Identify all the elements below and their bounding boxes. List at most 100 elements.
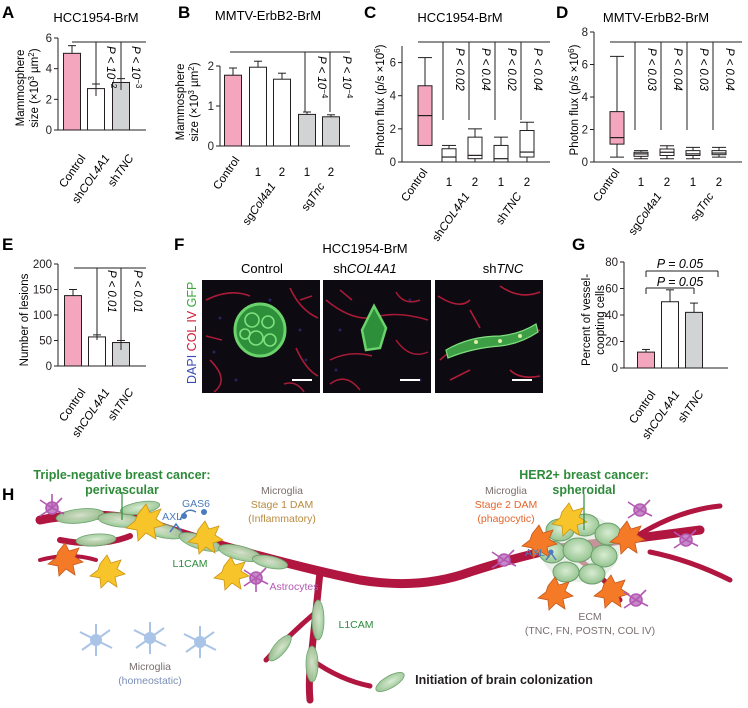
- p-value-label: P < 10−3: [129, 46, 143, 89]
- y-tick-label: 8: [582, 27, 588, 39]
- panel-letter: B: [178, 3, 190, 22]
- her2-sublabel: spheroidal: [552, 483, 615, 497]
- axl-gas6-signal: [169, 509, 557, 561]
- x-tick-label: shTNC: [676, 388, 707, 425]
- p-value-label: P < 0.04: [723, 48, 735, 91]
- schematic-labels: Triple-negative breast cancer: perivascu…: [33, 468, 655, 687]
- y-tick-label: 60: [605, 284, 618, 296]
- group-label: shTNC: [494, 190, 525, 227]
- bar: [273, 78, 291, 147]
- panel-title: MMTV-ErbB2-BrM: [215, 8, 321, 23]
- stage2-sublabel: (phagocytic): [477, 513, 534, 525]
- sig-annotations: P < 10−4 P < 10−4: [230, 51, 354, 112]
- p-value-label: P < 0.04: [531, 48, 543, 91]
- group-label: sgTnc: [689, 191, 717, 224]
- x-tick-label: Control: [211, 155, 242, 192]
- y-tick-label: 80: [605, 257, 618, 269]
- y-tick-label: 0: [208, 141, 214, 153]
- x-tick-label: 1: [304, 167, 310, 179]
- group-label: shCOL4A1: [430, 191, 472, 244]
- microglia-label: Microglia: [129, 661, 171, 673]
- x-tick-label: 2: [716, 177, 722, 189]
- y-axis-label: Mammosphere size (×103 µm2): [15, 48, 41, 127]
- stage1-sublabel: (Inflammatory): [248, 513, 316, 525]
- tnbc-label: Triple-negative breast cancer:: [33, 468, 210, 482]
- l1cam-label: L1CAM: [338, 619, 373, 631]
- y-tick-label: 40: [605, 310, 618, 322]
- y-tick-label: 2: [208, 61, 214, 73]
- ecm-label: ECM: [578, 611, 601, 623]
- micrograph-control: [202, 280, 320, 393]
- l1cam-label: L1CAM: [172, 558, 207, 570]
- panel-c: C HCC1954-BrM Photon flux (p/s ×106) 024…: [364, 3, 550, 244]
- panel-letter: F: [174, 235, 184, 254]
- p-value-label: P < 0.01: [131, 270, 143, 313]
- panel-a: A HCC1954-BrM Mammosphere size (×103 µm2…: [2, 3, 146, 206]
- panel-title: MMTV-ErbB2-BrM: [603, 10, 709, 25]
- panel-title: HCC1954-BrM: [417, 10, 502, 25]
- x-tick-label: shTNC: [106, 386, 137, 423]
- panel-title: HCC1954-BrM: [53, 10, 138, 25]
- p-value-label: P < 0.02: [453, 48, 465, 91]
- sig-annotations: P < 0.03 P < 0.04 P < 0.03 P < 0.04: [610, 41, 742, 130]
- panel-letter: H: [2, 485, 14, 504]
- y-label-line2: coopting cells: [595, 285, 607, 355]
- panel-letter: E: [2, 235, 13, 254]
- sig-annotations: P < 0.02 P < 0.04 P < 0.02 P < 0.04: [418, 41, 550, 120]
- microglia-label: Microglia: [485, 485, 527, 497]
- x-tick-label: 2: [472, 177, 478, 189]
- box: [519, 130, 535, 158]
- x-tick-label: 1: [255, 167, 261, 179]
- x-tick-label: 1: [498, 177, 504, 189]
- y-tick-label: 200: [33, 259, 52, 271]
- bar: [88, 336, 106, 367]
- y-tick-label: 100: [33, 310, 52, 322]
- x-tick-label: 1: [690, 177, 696, 189]
- panel-g: G Percent of vessel- coopting cells 0204…: [572, 235, 728, 442]
- bar: [661, 301, 679, 369]
- bar: [298, 113, 316, 147]
- bar: [224, 74, 242, 147]
- microglia-homeostatic: [79, 622, 217, 658]
- sig-annotations: P < 0.01 P < 0.01: [74, 267, 146, 350]
- stain-legend: DAPI COL IV GFP: [185, 282, 199, 384]
- p-value-label: P < 0.04: [479, 48, 491, 91]
- y-axis-label: Mammosphere size (×103 µm2): [175, 62, 201, 141]
- axl-label: AXL: [525, 547, 545, 559]
- group-label: sgTnc: [300, 181, 328, 214]
- x-tick-label: 1: [638, 177, 644, 189]
- x-tick-labels: Control shCOL4A1 shTNC: [57, 152, 136, 206]
- stage2-label: Stage 2 DAM: [475, 499, 537, 511]
- x-tick-labels: Control 1 2 1 2 sgCol4a1 sgTnc: [211, 155, 334, 228]
- microglia-stage2: [47, 520, 646, 611]
- x-tick-labels: Control shCOL4A1 shTNC: [627, 388, 706, 442]
- microglia-stage1: [89, 502, 588, 591]
- y-tick-label: 0: [46, 125, 52, 137]
- image-label-control: Control: [241, 261, 283, 276]
- image-header: HCC1954-BrM: [322, 241, 407, 256]
- y-tick-label: 0: [612, 363, 618, 375]
- y-tick-label: 4: [46, 64, 53, 76]
- y-tick-label: 0: [582, 157, 588, 169]
- label-leaders: [121, 492, 585, 530]
- image-label-shcol4a1: shCOL4A1: [333, 261, 397, 276]
- x-tick-label: 2: [524, 177, 530, 189]
- sig-annotations: P = 0.05 P = 0.05: [645, 257, 719, 294]
- y-tick-label: 2: [46, 94, 52, 106]
- bar: [685, 311, 703, 369]
- panel-f: F HCC1954-BrM Control shCOL4A1 shTNC DAP…: [174, 235, 543, 393]
- y-tick-label: 0: [46, 361, 52, 373]
- y-axis-label: Photon flux (p/s ×106): [373, 44, 387, 155]
- p-value-label: P < 10−4: [340, 56, 354, 99]
- y-tick-label: 50: [39, 336, 52, 348]
- y-tick-label: 2: [390, 124, 396, 136]
- x-tick-label: 2: [328, 167, 334, 179]
- homeostatic-label: (homeostatic): [118, 675, 182, 687]
- box: [609, 111, 625, 145]
- y-tick-label: 6: [46, 33, 52, 45]
- bar: [63, 52, 81, 131]
- panel-d: D MMTV-ErbB2-BrM Photon flux (p/s ×106) …: [556, 3, 742, 238]
